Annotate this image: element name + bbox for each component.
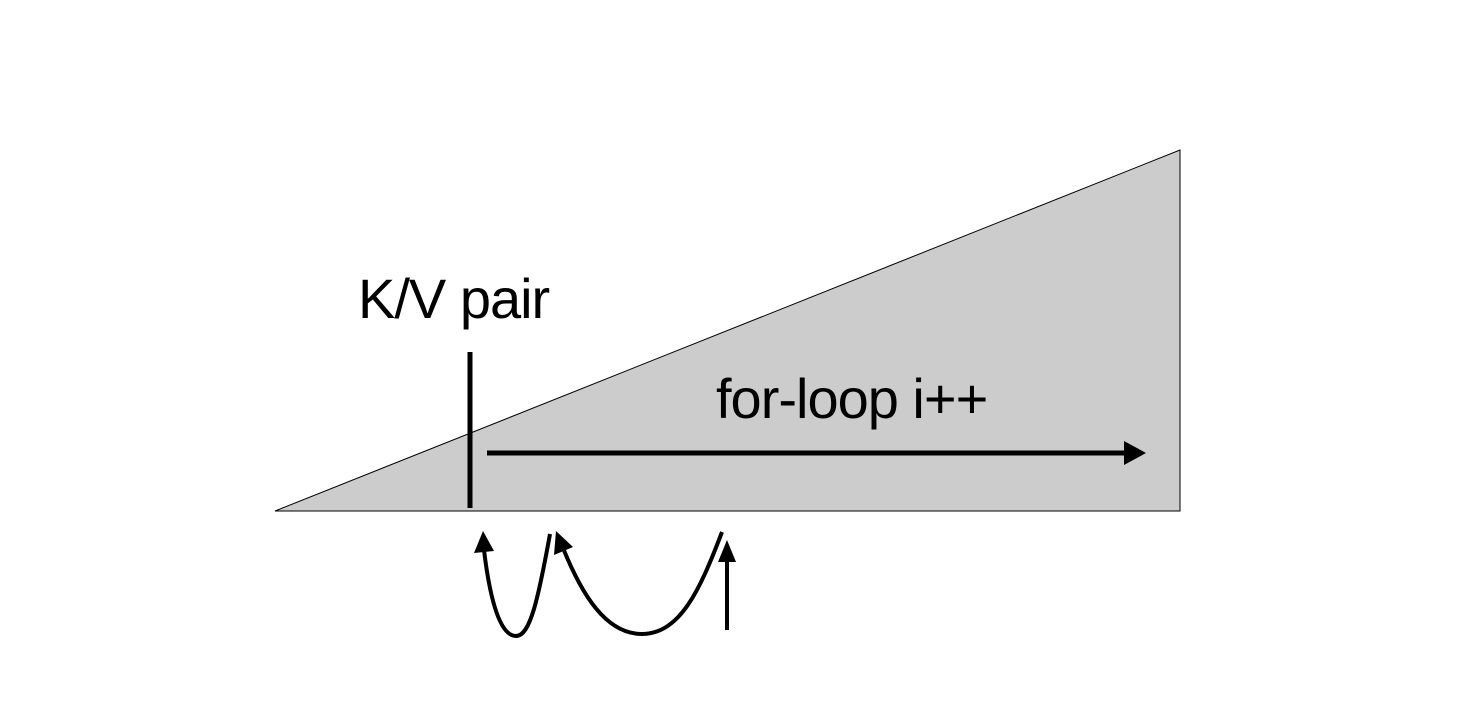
growth-triangle [274,149,1181,512]
curved-arrow-middle-head [554,531,573,555]
curved-arrow-middle [561,531,724,637]
straight-arrow-head [718,540,736,562]
curved-arrow-left [482,533,552,639]
curved-arrow-left-head [474,531,494,553]
kv-pair-label: K/V pair [358,267,550,330]
loop-label: for-loop i++ [716,367,987,430]
loop-arrow-head [1124,441,1146,465]
